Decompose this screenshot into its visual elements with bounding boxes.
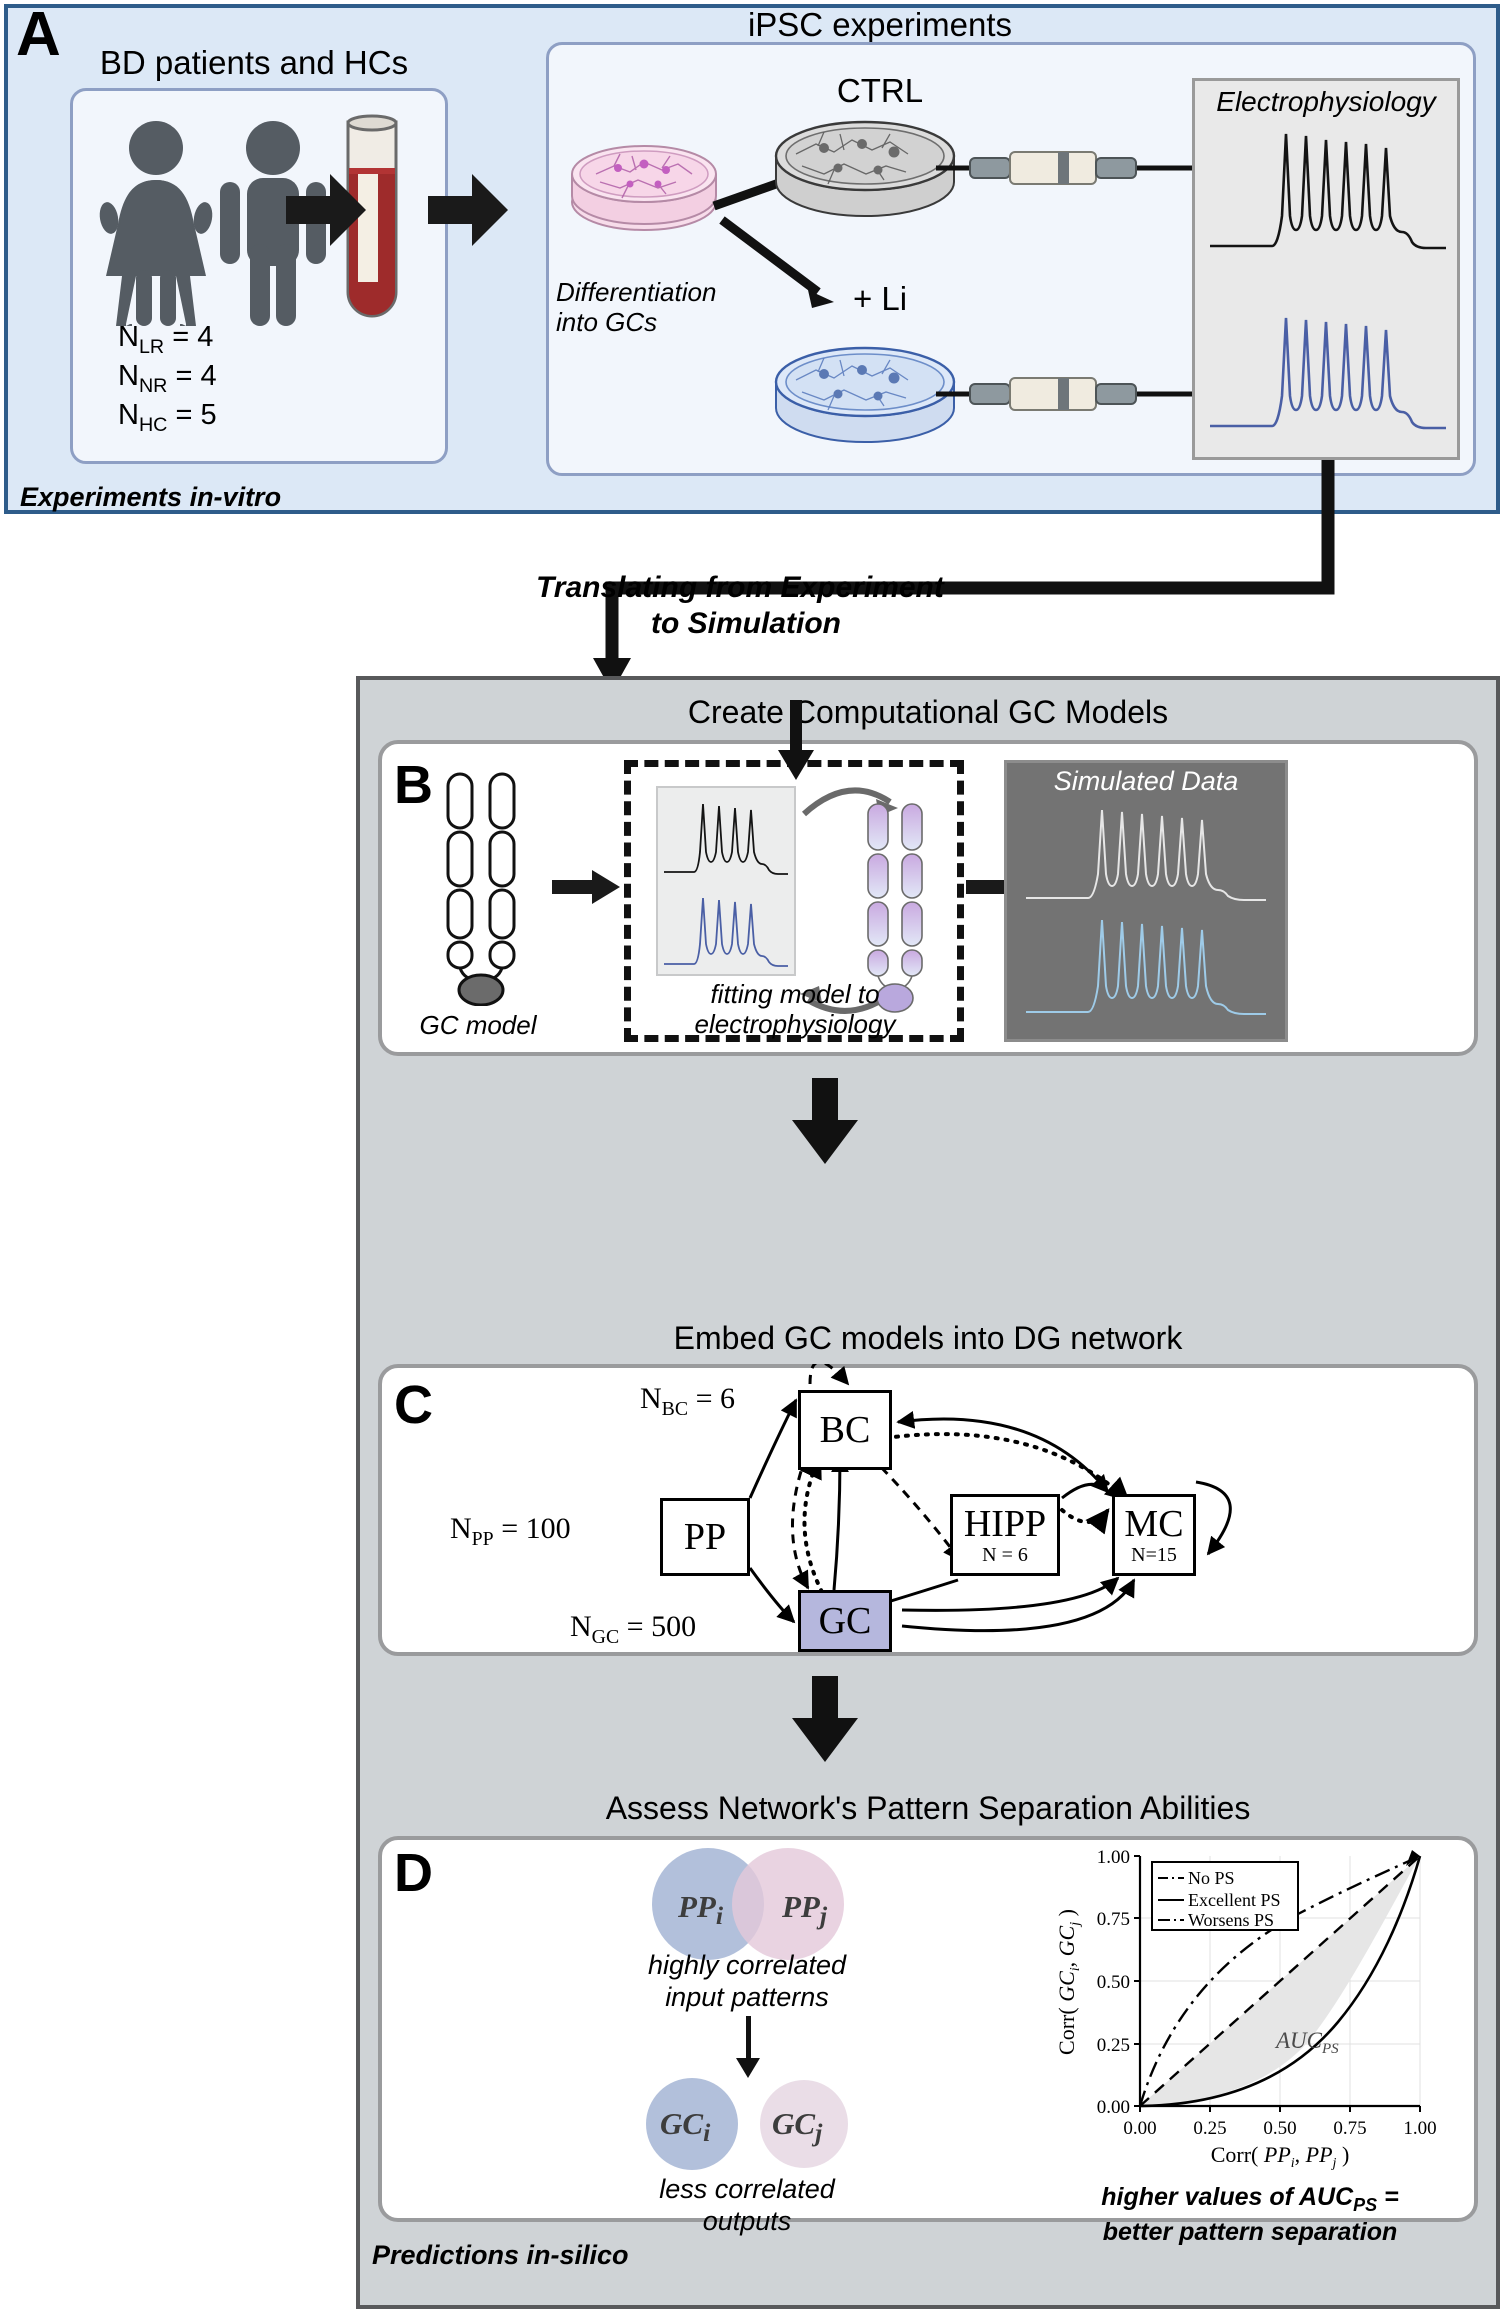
petri-dish-gray-icon	[774, 120, 956, 217]
x-axis-label: Corr( PPi, PPj )	[1211, 2142, 1350, 2171]
venn-label-pp-i: PPi	[678, 1889, 724, 1931]
ephys-trace-li	[1210, 317, 1446, 430]
xtick-3: 0.75	[1333, 2118, 1366, 2139]
patch-pipette-icon-li	[936, 377, 1196, 411]
node-label-bc: BC	[819, 1409, 871, 1451]
cohort-counts: NLR = 4 NNR = 4 NHC = 5	[118, 320, 217, 437]
arrow-people-to-tube-icon	[286, 174, 366, 246]
network-node-pp[interactable]: PP	[660, 1498, 750, 1576]
panel-b-card	[378, 740, 1478, 1056]
panel-a-letter: A	[16, 0, 61, 69]
ctrl-label: CTRL	[836, 72, 924, 109]
auc-caption: higher values of AUCPS = better pattern …	[1101, 2183, 1399, 2246]
fitting-label: fitting model to electrophysiology	[694, 979, 896, 1039]
legend-entry-0: No PS	[1188, 1868, 1235, 1888]
petri-dish-pink-icon	[571, 145, 717, 231]
series-excellent-ps	[1139, 1855, 1422, 2108]
node-count-mc: N=15	[1131, 1544, 1177, 1566]
gc-label-i: GCi	[660, 2106, 711, 2148]
simulated-trace-ctrl	[1026, 809, 1266, 901]
network-node-hipp[interactable]: HIPP N = 6	[950, 1494, 1060, 1576]
ytick-3: 0.75	[1097, 1909, 1130, 1930]
node-label-hipp: HIPP	[963, 1503, 1047, 1545]
translating-label: Translating from Experiment to Simulatio…	[536, 571, 944, 640]
svg-text:Corr( GCi, GCj ): Corr( GCi, GCj )	[1054, 1909, 1083, 2055]
arrow-input-to-output-icon	[736, 2016, 760, 2078]
petri-dish-blue-icon	[774, 346, 956, 443]
compartment-model-icon	[867, 803, 923, 1013]
network-node-bc[interactable]: BC	[798, 1390, 892, 1470]
ytick-2: 0.50	[1097, 1972, 1130, 1993]
pattern-separation-chart: 0.00 0.25 0.50 0.75 1.00 0.00 0.25 0.50 …	[1048, 1842, 1452, 2172]
section-title-create-models: Create Computational GC Models	[687, 694, 1169, 730]
arrow-c-to-d-icon	[792, 1676, 858, 1762]
gc-model-morphology-icon	[446, 772, 516, 1006]
arrow-model-to-fitting-icon	[552, 870, 620, 904]
fitting-trace-panel	[656, 786, 796, 976]
panel-c-letter: C	[394, 1375, 433, 1435]
differentiation-label: Differentiation into GCs	[556, 277, 717, 337]
fitting-trace-li	[664, 897, 788, 967]
legend-entry-2: Worsens PS	[1188, 1910, 1274, 1930]
node-label-mc: MC	[1124, 1503, 1184, 1545]
panel-c-card	[378, 1364, 1478, 1656]
xtick-4: 1.00	[1403, 2118, 1436, 2139]
outputs-caption: less correlated outputs	[659, 2174, 835, 2236]
network-node-gc[interactable]: GC	[798, 1590, 892, 1652]
venn-label-pp-j: PPj	[782, 1889, 828, 1931]
fitting-loop-box	[624, 760, 964, 1042]
panel-b-letter: B	[394, 755, 433, 815]
ephys-trace-ctrl	[1210, 133, 1446, 250]
gc-label-j: GCj	[772, 2106, 823, 2148]
simulated-trace-li	[1026, 919, 1266, 1015]
ytick-1: 0.25	[1097, 2035, 1130, 2056]
ytick-0: 0.00	[1097, 2097, 1130, 2118]
gc-output-circles-icon	[646, 2078, 848, 2170]
patch-pipette-icon	[936, 151, 1196, 185]
dg-network-edges	[748, 1364, 1232, 1633]
female-figure-icon	[99, 121, 213, 326]
simulated-data-title: Simulated Data	[1053, 766, 1239, 796]
venn-input-patterns-icon	[652, 1848, 844, 1960]
xtick-1: 0.25	[1193, 2118, 1226, 2139]
count-hc: NHC = 5	[118, 399, 217, 436]
translate-connector-icon	[593, 460, 1335, 692]
count-lr: NLR = 4	[118, 321, 214, 358]
predictions-insilico-label: Predictions in-silico	[372, 2240, 629, 2270]
fitting-trace-ctrl	[664, 803, 788, 875]
legend-entry-1: Excellent PS	[1188, 1890, 1281, 1910]
electrophysiology-title: Electrophysiology	[1216, 86, 1436, 117]
node-label-pp: PP	[683, 1516, 727, 1558]
network-count-bc: NBC = 6	[640, 1382, 735, 1420]
node-label-gc: GC	[818, 1600, 872, 1642]
arrow-b-to-c-icon	[792, 1078, 858, 1164]
ipsc-section-title: iPSC experiments	[747, 6, 1013, 43]
node-count-hipp: N = 6	[982, 1544, 1028, 1566]
count-nr: NNR = 4	[118, 360, 217, 397]
chart-legend: No PS Excellent PS Worsens PS	[1151, 1861, 1299, 1931]
xtick-2: 0.50	[1263, 2118, 1296, 2139]
series-worsens-ps	[1138, 1854, 1421, 2107]
section-title-assess-ps: Assess Network's Pattern Separation Abil…	[605, 1790, 1251, 1826]
xtick-0: 0.00	[1123, 2118, 1156, 2139]
network-node-mc[interactable]: MC N=15	[1112, 1494, 1196, 1576]
gc-model-label: GC model	[419, 1010, 537, 1040]
experiments-invitro-label: Experiments in-vitro	[20, 482, 282, 512]
network-count-gc: NGC = 500	[570, 1610, 697, 1648]
simulated-data-card	[1004, 760, 1288, 1042]
arrow-tube-to-ipsc-icon	[428, 174, 508, 246]
lithium-label: + Li	[852, 280, 908, 317]
network-count-pp: NPP = 100	[450, 1512, 571, 1550]
series-no-ps	[1139, 1855, 1421, 2107]
y-axis-label: Corr( GCi, GCj )	[1054, 1909, 1083, 2055]
section-title-embed-network: Embed GC models into DG network	[673, 1320, 1183, 1356]
panel-d-letter: D	[394, 1843, 433, 1903]
input-patterns-caption: highly correlated input patterns	[647, 1950, 847, 2012]
cohort-title: BD patients and HCs	[99, 44, 409, 81]
ytick-4: 1.00	[1097, 1847, 1130, 1868]
